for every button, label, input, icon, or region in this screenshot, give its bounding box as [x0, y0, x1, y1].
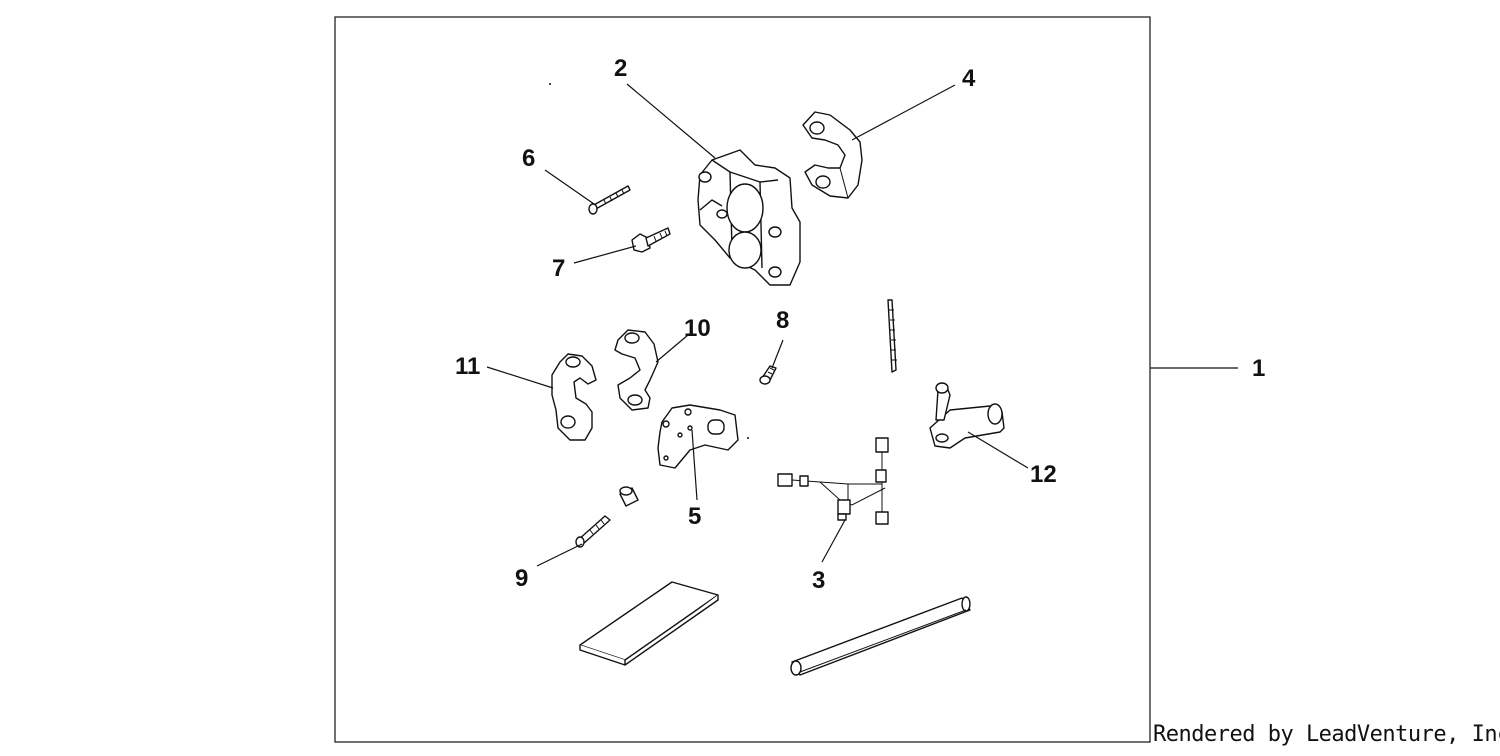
leader-9	[536, 543, 583, 567]
part-10-clamp	[614, 329, 659, 411]
part-7-bolt	[631, 227, 671, 253]
dot-mark	[549, 83, 551, 85]
part-12-sensor	[929, 382, 1005, 449]
tube	[790, 596, 971, 676]
callout-5: 5	[688, 503, 701, 530]
callout-1: 1	[1252, 355, 1265, 382]
leader-8	[771, 339, 784, 369]
callout-8: 8	[776, 307, 789, 334]
part-4-clamp	[802, 111, 863, 199]
leader-5	[691, 429, 698, 501]
leader-4	[851, 84, 956, 141]
adhesive-pad	[579, 581, 719, 666]
callout-2: 2	[614, 55, 627, 82]
part-2-mount-block	[697, 149, 801, 286]
part-11-clamp	[551, 353, 597, 441]
part-8-screw	[759, 365, 777, 385]
leader-10	[655, 334, 689, 363]
dot-mark	[747, 437, 749, 439]
part-3-wire-harness	[777, 437, 889, 525]
part-6-screw	[588, 185, 631, 215]
leader-11	[486, 366, 554, 389]
leader-6	[544, 169, 595, 205]
callout-11: 11	[455, 353, 480, 380]
leader-3	[821, 519, 846, 563]
callout-3: 3	[812, 567, 825, 594]
leader-2	[626, 83, 716, 159]
callout-6: 6	[522, 145, 535, 172]
callout-7: 7	[552, 255, 565, 282]
part-9-bolt	[575, 486, 639, 548]
render-credit: Rendered by LeadVenture, Inc.	[1153, 722, 1500, 747]
callout-4: 4	[962, 65, 976, 92]
long-pin	[887, 299, 897, 373]
part-5-bracket-plate	[657, 404, 739, 469]
leader-7	[573, 245, 637, 264]
callout-9: 9	[515, 565, 528, 592]
diagram-frame	[334, 16, 1151, 743]
callout-10: 10	[684, 315, 711, 342]
leader-12	[967, 431, 1029, 469]
callout-12: 12	[1030, 461, 1057, 488]
